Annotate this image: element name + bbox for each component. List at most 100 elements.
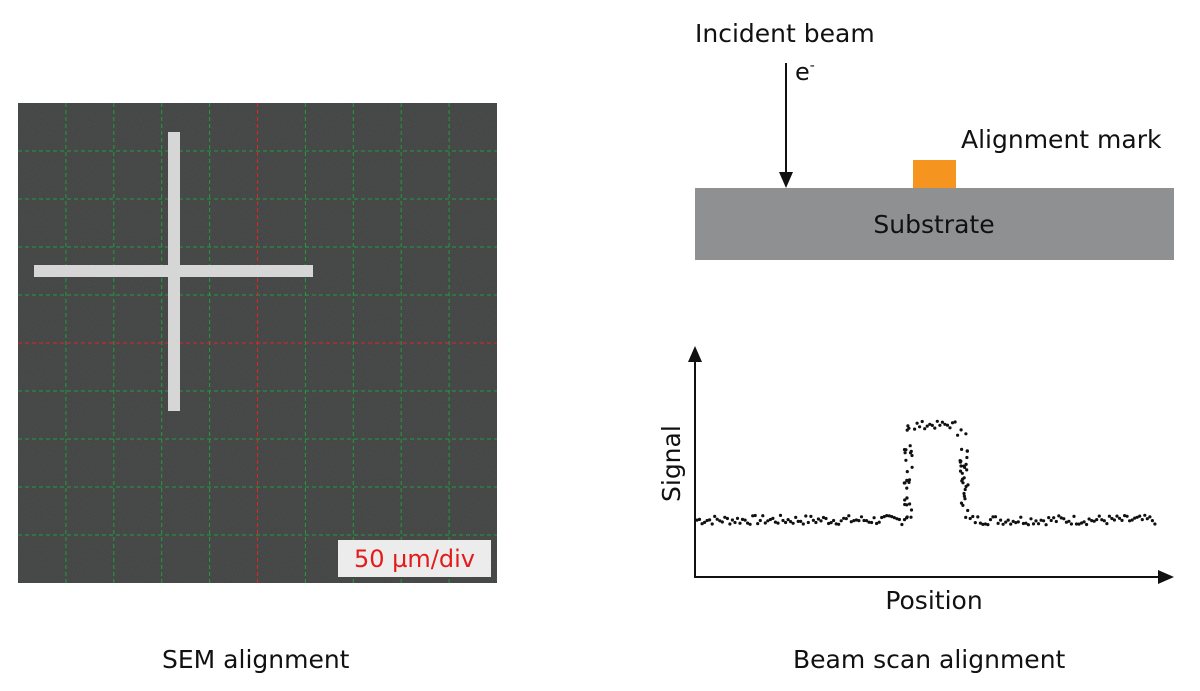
scatter-point [1080,521,1084,525]
scatter-point [950,421,955,425]
scatter-point [814,520,818,525]
scatter-point [875,521,879,526]
scatter-point [718,519,722,523]
scatter-point [766,519,770,523]
scatter-point [1009,522,1013,526]
incident-beam-arrowhead [779,172,793,188]
scatter-point [819,519,823,523]
y-axis-label: Signal [657,425,686,502]
scatter-point [738,521,742,525]
scatter-point [905,486,909,490]
scatter-point [1064,520,1068,524]
scatter-point [1014,521,1018,525]
electron-charge: - [810,58,815,74]
scatter-point [872,516,876,520]
scatter-point [986,523,990,527]
scatter-point [910,453,914,458]
scatter-point [748,522,752,526]
sem-grid [18,103,497,583]
scatter-point [882,515,886,519]
scatter-point [794,515,798,520]
scatter-point [1067,519,1071,523]
scatter-point [903,481,907,485]
scatter-point [842,516,846,520]
scatter-point [964,432,968,436]
scatter-point [908,502,912,506]
scatter-point [799,519,803,524]
scatter-point [697,517,702,522]
scatter-point [847,514,851,518]
scatter-point [938,423,942,427]
scatter-point [733,520,737,525]
scatter-point [1133,516,1137,520]
beam-diagram: Incident beam e- Alignment mark Substrat… [695,19,1174,260]
scatter-point [796,519,800,524]
scatter-point [852,519,856,523]
scatter-point [1011,519,1015,524]
scatter-point [1090,519,1094,523]
scatter-point [962,494,967,498]
scatter-point [1097,514,1101,518]
scatter-point [908,444,912,448]
electron-symbol: e [795,58,810,86]
scatter-point [710,522,714,526]
scatter-point [1125,514,1129,518]
scatter-point [963,497,967,501]
cross-mark-vertical [168,132,180,411]
scatter-point [978,521,983,525]
scatter-point [735,516,740,521]
scatter-point [1092,519,1096,523]
scatter-point [1120,518,1124,523]
scatter-point [832,518,836,523]
scatter-point [999,518,1003,522]
scatter-point [909,508,914,512]
scatter-point [867,520,871,524]
scatter-point [935,419,939,423]
sem-image [18,103,497,583]
scatter-point [897,517,902,522]
scatter-point [811,518,816,522]
scatter-point [789,520,793,524]
scatter-point [695,518,699,522]
sem-caption: SEM alignment [162,645,350,674]
scatter-point [1082,520,1086,524]
scatter-point [781,518,785,523]
scatter-point [743,518,747,522]
scatter-point [940,420,945,424]
scatter-point [1029,517,1033,521]
scatter-point [837,522,841,526]
scatter-point [959,464,963,468]
scatter-point [1140,518,1144,522]
scale-label: 50 µm/div [353,544,475,573]
scatter-point [965,455,969,460]
scatter-point [905,515,909,519]
scatter-point [829,521,833,525]
scatter-point [740,517,745,522]
scatter-point [1016,520,1020,524]
scatter-point [1095,518,1099,522]
scatter-point [966,508,970,513]
scatter-point [913,427,917,431]
scatter-point [905,496,909,500]
scatter-point [1085,522,1089,527]
scatter-point [1062,517,1066,521]
scatter-point [859,515,864,519]
scatter-point [1047,516,1051,520]
scatter-point [700,522,704,526]
scatter-point [1001,522,1005,526]
scatter-point [958,460,963,464]
scatter-point [1069,522,1073,526]
scatter-point [993,515,998,519]
scatter-point [902,448,907,452]
scatter-point [905,478,909,482]
scatter-point [892,516,896,520]
scatter-point [915,421,919,425]
scatter-point [1145,517,1149,521]
scatter-point [713,514,717,519]
incident-beam-label: Incident beam [695,19,875,48]
scatter-point [708,518,712,522]
scale-label-box: 50 µm/div [338,540,491,577]
beam-caption: Beam scan alignment [793,645,1066,674]
scatter-point [964,462,968,466]
signal-series [695,419,1157,527]
